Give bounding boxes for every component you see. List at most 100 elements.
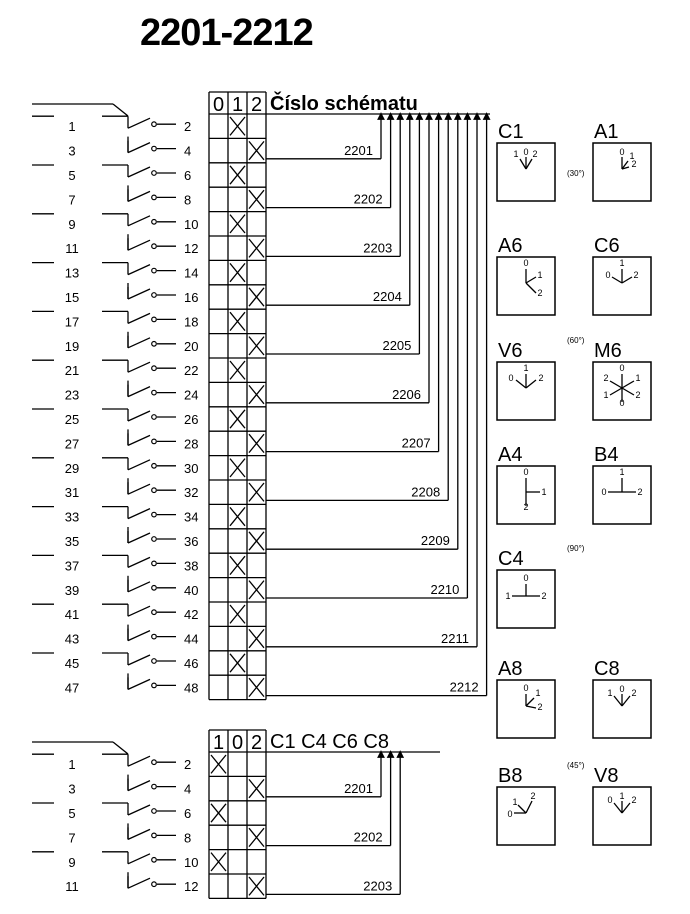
scheme-label-2202: 2202	[354, 192, 383, 207]
contact-point	[151, 389, 157, 396]
position-stroke	[613, 802, 623, 814]
left-terminal: 15	[65, 290, 79, 305]
left-terminal: 31	[65, 485, 79, 500]
position-box	[496, 142, 556, 202]
angle-label: (30°)	[567, 169, 585, 178]
right-terminal: 10	[184, 855, 198, 870]
switch-blade	[127, 215, 151, 227]
left-terminal: 5	[68, 168, 75, 183]
contact-point	[151, 856, 157, 863]
position-mark: 1	[619, 467, 624, 477]
position-mark: 1	[505, 591, 510, 601]
position-stroke	[515, 379, 527, 389]
position-b8: B8(45°)120	[496, 761, 585, 846]
left-terminal: 3	[68, 782, 75, 797]
switch-blade	[127, 386, 151, 398]
switch-blade	[127, 853, 151, 865]
position-mark: 2	[631, 795, 636, 805]
contact-mark	[248, 531, 265, 551]
position-mark: 0	[601, 487, 606, 497]
position-box	[592, 786, 652, 846]
scheme-label-2208: 2208	[411, 484, 440, 499]
switch-blade	[127, 239, 151, 251]
position-box	[496, 786, 556, 846]
position-mark: 0	[607, 795, 612, 805]
position-box	[592, 679, 652, 739]
contact-mark	[229, 262, 246, 283]
left-terminal: 45	[65, 656, 79, 671]
position-stroke	[519, 158, 527, 170]
right-terminal: 42	[184, 607, 198, 622]
left-terminal: 11	[65, 879, 79, 894]
contact-mark	[229, 214, 246, 234]
contact-point	[151, 267, 157, 274]
right-terminal: 48	[184, 680, 198, 695]
position-stroke	[613, 695, 623, 707]
left-terminal: 7	[68, 192, 75, 207]
position-mark: 2	[633, 270, 638, 280]
scheme-label-2207: 2207	[402, 436, 431, 451]
contact-point	[151, 759, 157, 766]
contact-point	[151, 560, 157, 567]
position-mark: 2	[635, 390, 640, 400]
position-label: C1	[498, 121, 524, 143]
contact-point	[151, 194, 157, 201]
position-mark: 1	[513, 149, 518, 159]
position-mark: 2	[631, 688, 636, 698]
position-label: M6	[594, 340, 622, 362]
contact-mark	[229, 165, 246, 185]
right-terminal: 28	[184, 436, 198, 451]
angle-label: (90°)	[567, 544, 585, 553]
left-terminal: 1	[68, 757, 75, 772]
left-terminal: 13	[65, 266, 79, 281]
contact-mark	[248, 238, 265, 258]
contact-mark	[248, 778, 265, 799]
left-terminal: 7	[68, 830, 75, 845]
switch-blade	[127, 508, 151, 520]
left-terminal: 19	[65, 339, 79, 354]
left-terminal: 41	[65, 607, 79, 622]
position-mark: 1	[512, 797, 517, 807]
contact-mark	[229, 604, 246, 624]
right-terminal: 44	[184, 632, 198, 647]
switch-blade	[127, 337, 151, 349]
right-terminal: 14	[184, 266, 198, 281]
right-terminal: 22	[184, 363, 198, 378]
position-stroke	[517, 804, 527, 814]
left-terminal: 35	[65, 534, 79, 549]
position-mark: 2	[532, 149, 537, 159]
contact-mark	[229, 116, 246, 136]
contact-mark	[248, 140, 265, 161]
contact-point	[151, 365, 157, 372]
scheme-label-2211: 2211	[441, 631, 469, 646]
position-mark: 1	[535, 688, 540, 698]
contact-mark	[210, 803, 227, 823]
page-title: 2201-2212	[140, 12, 314, 54]
scheme-label-2203: 2203	[363, 240, 392, 255]
contact-point	[151, 316, 157, 323]
position-mark: 0	[523, 147, 528, 157]
contact-point	[151, 414, 157, 420]
left-terminal: 9	[68, 855, 75, 870]
right-terminal: 12	[184, 241, 198, 256]
scheme-label-2203: 2203	[363, 878, 392, 893]
switch-blade	[127, 288, 151, 300]
contact-point	[151, 487, 157, 494]
contact-point	[151, 462, 157, 469]
switch-blade	[127, 556, 151, 568]
switch-blade	[127, 264, 151, 276]
feed-wire	[112, 741, 129, 755]
right-terminal: 12	[184, 879, 198, 894]
right-terminal: 6	[184, 806, 191, 821]
scheme-label-2209: 2209	[421, 533, 450, 548]
switch-blade	[127, 117, 151, 129]
contact-point	[151, 511, 157, 518]
position-mark: 1	[541, 487, 546, 497]
scheme-label-2204: 2204	[373, 289, 402, 304]
position-v6: V6(60°)012	[496, 336, 585, 421]
position-stroke	[525, 379, 537, 389]
position-box	[592, 361, 652, 421]
position-box	[592, 142, 652, 202]
